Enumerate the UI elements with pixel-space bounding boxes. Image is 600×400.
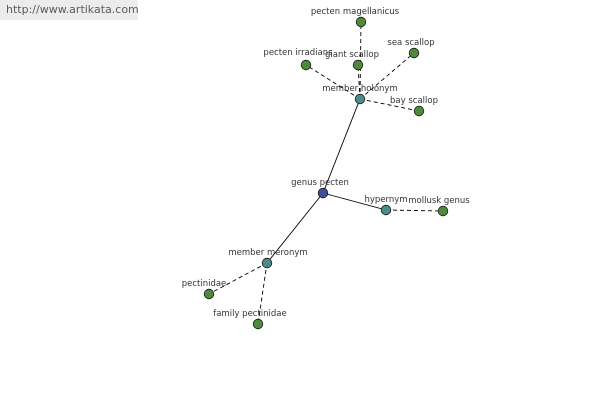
node-label-pectinidae: pectinidae <box>182 279 227 289</box>
node-sea-scallop[interactable] <box>408 47 420 59</box>
edge-genus-pecten-to-hypernym <box>322 192 387 211</box>
edge-member-holonym-to-pecten-irradians <box>305 64 361 100</box>
node-label-pecten-magellanicus: pecten magellanicus <box>311 7 400 17</box>
node-label-genus-pecten: genus pecten <box>291 178 349 188</box>
edge-hypernym-to-mollusk-genus <box>385 209 444 212</box>
node-pectinidae[interactable] <box>203 288 215 300</box>
node-giant-scallop[interactable] <box>352 59 364 71</box>
edge-member-holonym-to-sea-scallop <box>359 52 415 100</box>
edge-genus-pecten-to-member-holonym <box>322 98 361 194</box>
node-hypernym[interactable] <box>380 204 392 216</box>
node-label-family-pectinidae: family pectinidae <box>213 309 287 319</box>
node-bay-scallop[interactable] <box>413 105 425 117</box>
node-label-member-meronym: member meronym <box>228 248 307 258</box>
node-genus-pecten[interactable] <box>317 187 329 199</box>
edge-member-meronym-to-family-pectinidae <box>257 262 268 325</box>
node-label-giant-scallop: giant scallop <box>325 50 379 60</box>
node-label-mollusk-genus: mollusk genus <box>408 196 470 206</box>
node-mollusk-genus[interactable] <box>437 205 449 217</box>
edge-member-holonym-to-bay-scallop <box>359 98 420 112</box>
node-label-bay-scallop: bay scallop <box>390 96 438 106</box>
node-label-member-holonym: member holonym <box>322 84 397 94</box>
node-label-pecten-irradians: pecten irradians <box>263 48 333 58</box>
edge-member-meronym-to-pectinidae <box>208 262 268 295</box>
graph-labels: genus pecten member holonym hypernym member… <box>182 7 471 319</box>
graph-nodes <box>203 16 449 330</box>
node-member-holonym[interactable] <box>354 93 366 105</box>
node-family-pectinidae[interactable] <box>252 318 264 330</box>
node-pecten-magellanicus[interactable] <box>355 16 367 28</box>
node-label-sea-scallop: sea scallop <box>387 38 434 48</box>
watermark: http://www.artikata.com <box>0 0 139 20</box>
node-pecten-irradians[interactable] <box>300 59 312 71</box>
node-label-hypernym: hypernym <box>364 195 407 205</box>
edge-member-holonym-to-giant-scallop <box>357 64 361 100</box>
edge-genus-pecten-to-member-meronym <box>266 192 324 264</box>
node-member-meronym[interactable] <box>261 257 273 269</box>
graph-edges <box>208 21 444 325</box>
